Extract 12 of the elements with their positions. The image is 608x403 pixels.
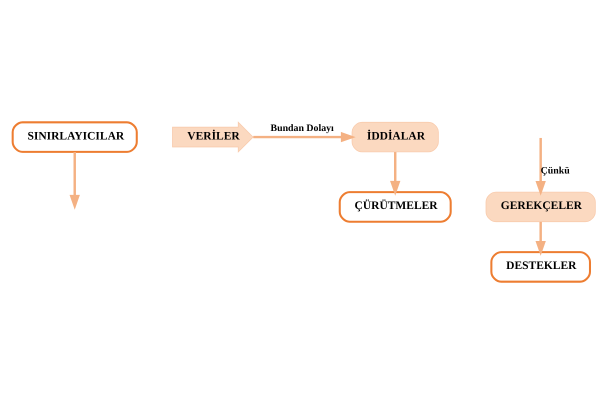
node-box: DESTEKLER <box>490 250 591 282</box>
arrow <box>390 152 400 196</box>
node-box: ÇÜRÜTMELER <box>338 190 452 222</box>
arrow <box>535 137 546 196</box>
arrow <box>253 131 356 142</box>
node-box: GEREKÇELER <box>486 191 596 222</box>
edge-label: Bundan Dolayı <box>270 122 334 134</box>
arrow <box>70 152 80 210</box>
node-box: İDDİALAR <box>352 121 439 152</box>
arrow <box>535 221 546 256</box>
edge-label: Çünkü <box>540 165 570 176</box>
node-box: SINIRLAYICILAR <box>12 120 138 152</box>
